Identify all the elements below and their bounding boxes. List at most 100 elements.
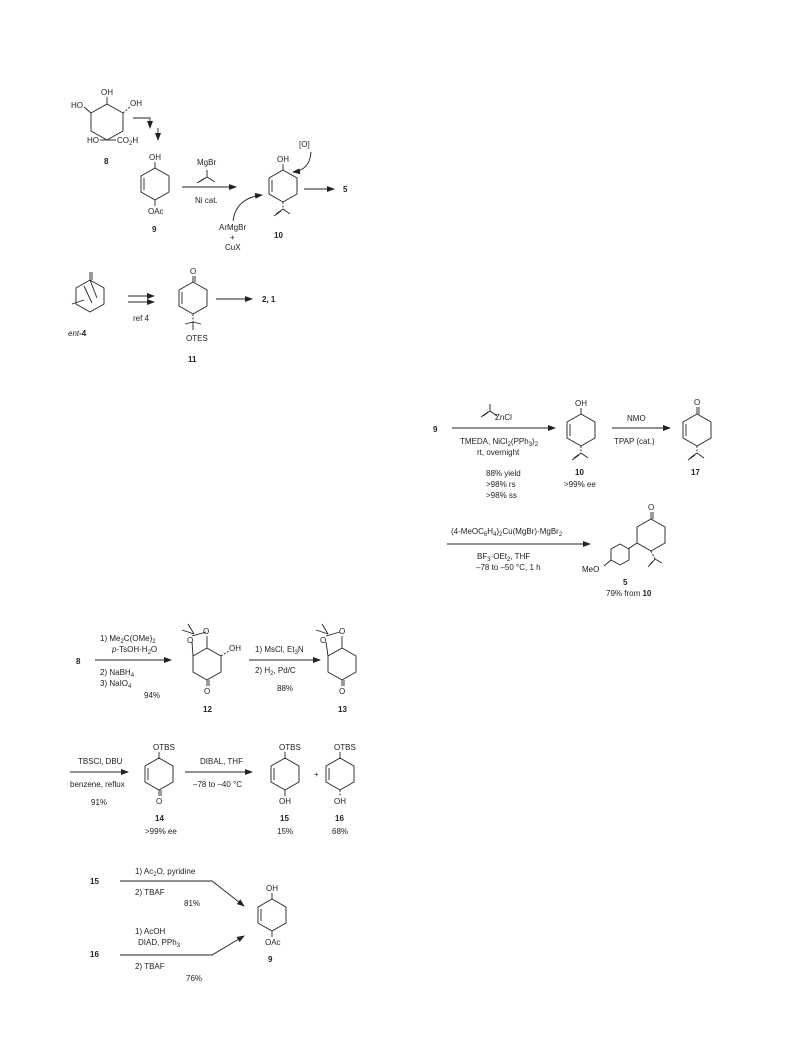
label-12: 12 <box>203 705 212 714</box>
cuprate-s1: 6 <box>484 532 488 538</box>
cuprate-c: ) <box>496 527 499 536</box>
structure-10b: OH 10 >99% ee <box>564 399 596 489</box>
cond-a1-sub: 2 <box>508 442 512 448</box>
ni-cat-label: Ni cat. <box>195 196 218 205</box>
structure-10: OH 10 <box>268 155 298 240</box>
yield-91: 91% <box>91 798 107 807</box>
acoh-label: 1) AcOH <box>135 927 165 936</box>
yield-88: 88% yield <box>486 469 521 478</box>
bf3-label: BF3·OEt2, THF <box>477 552 530 563</box>
yield-15: 15% <box>277 827 293 836</box>
bf3-s2: 2 <box>507 557 511 563</box>
c12-oh: OH <box>229 644 241 653</box>
cond-a1: TMEDA, NiCl <box>460 437 508 446</box>
tbaf2-label: 2) TBAF <box>135 962 165 971</box>
zn-reagent: ZnCl <box>480 404 512 422</box>
step2-label: 2) NaBH4 <box>100 668 135 679</box>
c9-oac: OAc <box>148 207 164 216</box>
label-13: 13 <box>338 705 347 714</box>
products-2-1: 2, 1 <box>262 295 276 304</box>
cuprate-s3: 2 <box>499 532 503 538</box>
c10b-oh: OH <box>575 399 587 408</box>
label-11: 11 <box>188 355 197 364</box>
step1-s3: 2 <box>148 650 152 656</box>
diad-s: 3 <box>177 943 181 949</box>
label-14: 14 <box>155 814 164 823</box>
scheme-2: ent-4 ref 4 O OTES 11 2, 1 <box>68 267 276 364</box>
armgbr-label: ArMgBr <box>219 223 246 232</box>
cuprate-d: Cu(MgBr)·MgBr <box>502 527 559 536</box>
diad-label: DIAD, PPh3 <box>138 938 181 949</box>
scheme-1: OH HO OH HO CO2H 8 OH OAc 9 MgBr <box>71 88 348 252</box>
label-10: 10 <box>274 231 283 240</box>
c13-o2: O <box>339 627 345 636</box>
structure-12: O O OH O 12 <box>181 623 241 714</box>
c12-o2: O <box>203 627 209 636</box>
c8-ho-bottom: HO <box>87 136 99 145</box>
yield5-a: 79% from <box>606 589 642 598</box>
ee-99-14: >99% ee <box>145 827 177 836</box>
ref4-label: ref 4 <box>133 314 150 323</box>
start-8b: 8 <box>76 657 81 666</box>
ms-s: 3 <box>295 650 299 656</box>
cuprate-b: H <box>487 527 493 536</box>
arrow-16-to-9 <box>120 935 245 956</box>
structure-17: O 17 <box>682 398 712 477</box>
benzene-label: benzene, reflux <box>70 780 125 789</box>
bf3-c: , THF <box>510 552 530 561</box>
rs-98: >98% rs <box>486 480 516 489</box>
structure-16: OTBS OH 16 68% <box>325 743 356 836</box>
yield-94: 94% <box>144 691 160 700</box>
c12-o3: O <box>204 687 210 696</box>
cuprate-a: (4-MeOC <box>451 527 484 536</box>
structure-15: OTBS OH 15 15% <box>270 743 301 836</box>
structure-ent-4: ent-4 <box>68 272 105 338</box>
ss-98: >98% ss <box>486 491 517 500</box>
yield-88b: 88% <box>277 684 293 693</box>
c8-co2h-h: H <box>132 136 138 145</box>
tbscl-label: TBSCl, DBU <box>78 757 123 766</box>
c5-o: O <box>648 503 654 512</box>
label-16: 16 <box>335 814 344 823</box>
yield-5-label: 79% from 10 <box>606 589 652 598</box>
c9b-oac: OAc <box>265 938 281 947</box>
scheme-5: TBSCl, DBU benzene, reflux 91% OTBS O 14… <box>70 743 356 836</box>
ac2o-s: 2 <box>153 872 157 878</box>
step2-s: 4 <box>131 673 135 679</box>
cuprate-s2: 4 <box>493 532 497 538</box>
h2-s: 2 <box>270 671 274 677</box>
structure-11: O OTES 11 <box>178 267 208 364</box>
scheme-3: 9 ZnCl TMEDA, NiCl2(PPh3)2 rt, overnight… <box>433 398 712 598</box>
step2-a: 2) NaBH <box>100 668 131 677</box>
zn-reagent-label: ZnCl <box>495 413 512 422</box>
cux-label: CuX <box>225 243 241 252</box>
start-9: 9 <box>433 425 438 434</box>
step3-label: 3) NaIO4 <box>100 679 132 690</box>
label-5b: 5 <box>623 578 628 587</box>
c11-o: O <box>190 267 196 276</box>
cuprate-s4: 2 <box>559 532 563 538</box>
step3-s: 4 <box>128 684 132 690</box>
scheme-4: 8 1) Me2C(OMe)2 p-TsOH·H2O 2) NaBH4 3) N… <box>76 623 357 714</box>
c17-o: O <box>694 398 700 407</box>
ee-99-10: >99% ee <box>564 480 596 489</box>
diad-a: DIAD, PPh <box>138 938 177 947</box>
c14-o: O <box>156 797 162 806</box>
ac2o-b: O, pyridine <box>157 867 196 876</box>
label-9b: 9 <box>268 955 273 964</box>
c10-oh: OH <box>277 155 289 164</box>
oxidant-label: [O] <box>299 140 310 149</box>
c12-o1: O <box>187 636 193 645</box>
c16-otbs: OTBS <box>334 743 356 752</box>
structure-9: OH OAc 9 <box>140 153 170 234</box>
ent4-label: ent-4 <box>68 329 87 338</box>
step1-a: 1) Me <box>100 634 121 643</box>
mscl-label: 1) MsCl, Et3N <box>255 645 304 656</box>
c8-oh-top: OH <box>101 88 113 97</box>
nmo-label: NMO <box>627 414 646 423</box>
cond-a1-sub2: 3 <box>529 442 533 448</box>
tpap-label: TPAP (cat.) <box>614 437 655 446</box>
arrow-cuprate <box>232 192 263 222</box>
c11-otes: OTES <box>186 334 208 343</box>
grignard-label: MgBr <box>197 158 216 167</box>
